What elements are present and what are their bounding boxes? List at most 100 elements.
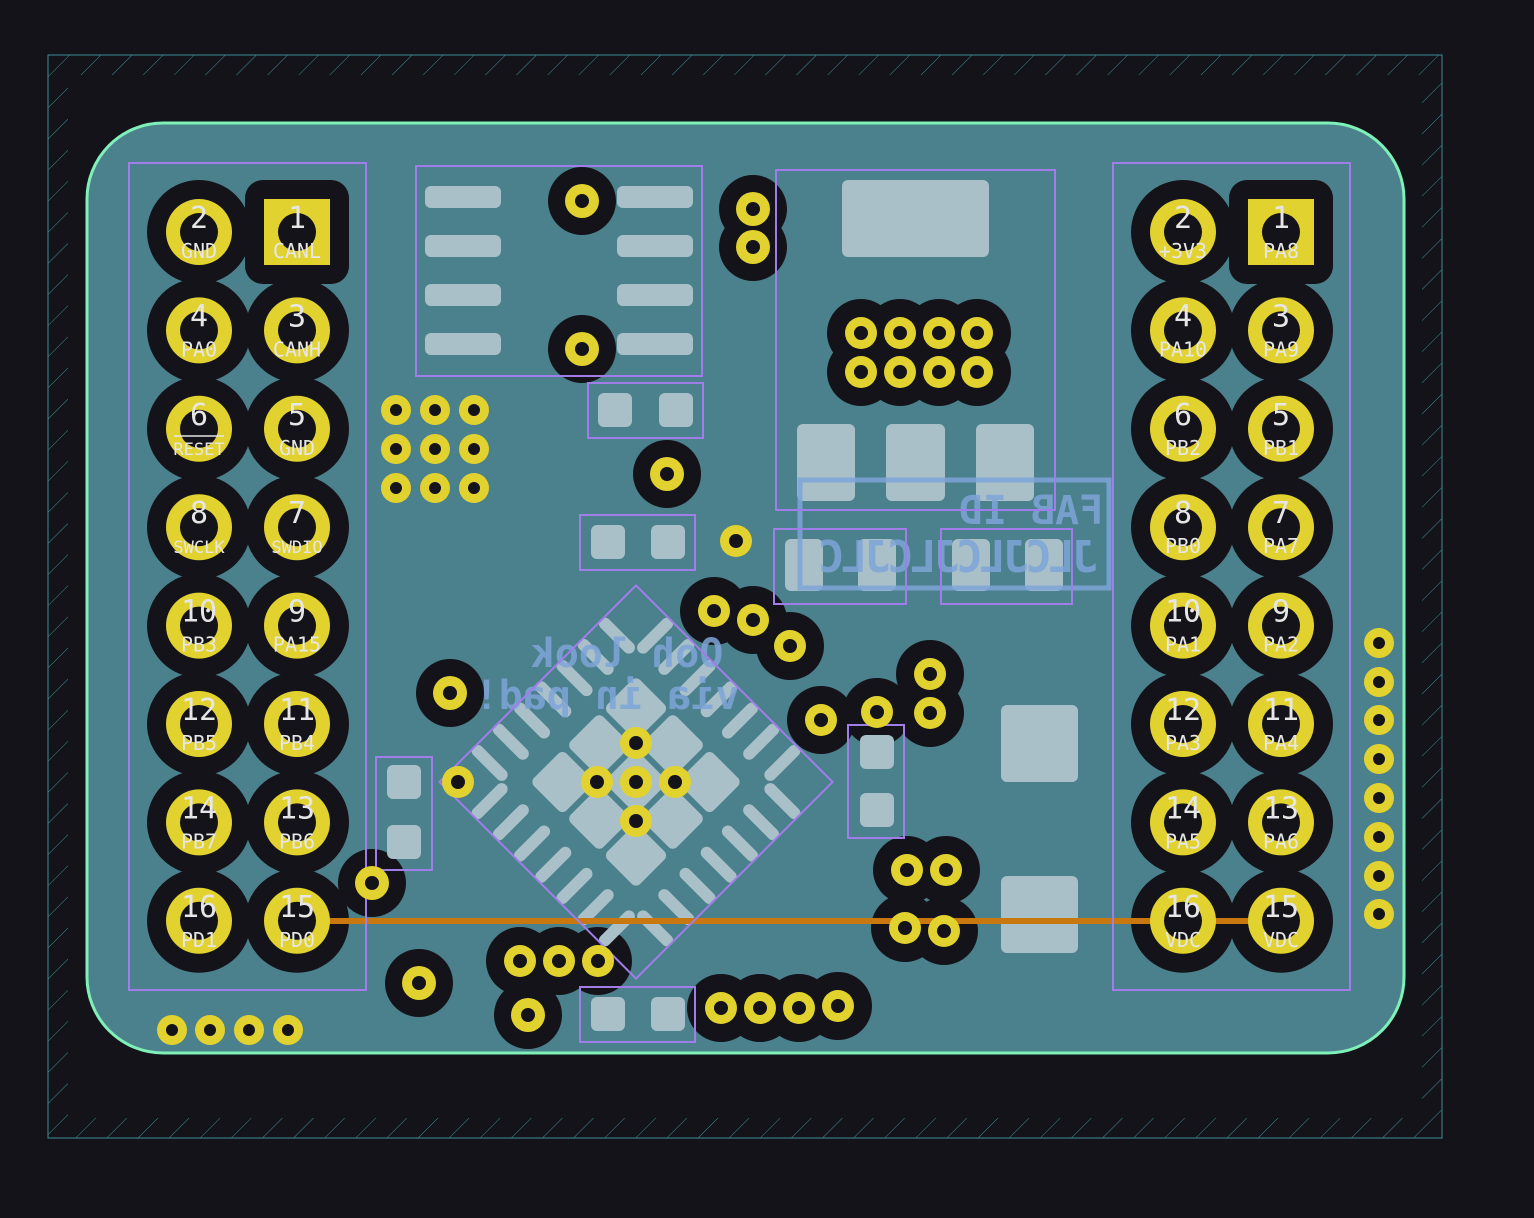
qfn-pad[interactable]	[533, 844, 574, 885]
smd-pad[interactable]	[860, 735, 894, 769]
smd-pad[interactable]	[858, 539, 896, 591]
qfn-thermal-pad[interactable]	[640, 713, 705, 778]
smd-pad[interactable]	[425, 186, 501, 208]
qfn-thermal-pad[interactable]	[567, 786, 632, 851]
smd-pad[interactable]	[387, 825, 421, 859]
smd-pad[interactable]	[425, 333, 501, 355]
smd-pad[interactable]	[591, 525, 625, 559]
qfn-pad[interactable]	[490, 721, 531, 762]
qfn-pad[interactable]	[677, 865, 718, 906]
qfn-pad[interactable]	[596, 615, 637, 656]
qfn-pad[interactable]	[554, 658, 595, 699]
pin-label: PB2	[1165, 436, 1201, 460]
qfn-pad[interactable]	[512, 700, 553, 741]
qfn-pad[interactable]	[677, 658, 718, 699]
qfn-pad[interactable]	[512, 823, 553, 864]
qfn-pad[interactable]	[469, 781, 510, 822]
smd-pad[interactable]	[598, 393, 632, 427]
smd-pad[interactable]	[387, 765, 421, 799]
qfn-pad[interactable]	[698, 844, 739, 885]
qfn-pad[interactable]	[575, 636, 616, 677]
qfn-thermal-pad[interactable]	[603, 676, 668, 741]
smd-pad[interactable]	[860, 793, 894, 827]
qfn-thermal-pad[interactable]	[677, 749, 742, 814]
qfn-pad[interactable]	[656, 636, 697, 677]
right-header-pin-2[interactable]: 2+3V3	[1150, 199, 1216, 265]
pad-hole	[180, 705, 218, 743]
qfn-pad[interactable]	[698, 679, 739, 720]
qfn-pad[interactable]	[719, 700, 760, 741]
qfn-thermal-pad[interactable]	[603, 823, 668, 888]
smd-pad[interactable]	[651, 525, 685, 559]
qfn-pad[interactable]	[741, 802, 782, 843]
smd-pad[interactable]	[591, 997, 625, 1031]
smd-pad[interactable]	[1001, 705, 1078, 782]
smd-pad[interactable]	[617, 235, 693, 257]
qfn-pad[interactable]	[762, 742, 803, 783]
smd-pad[interactable]	[886, 424, 945, 501]
smd-pad[interactable]	[797, 424, 855, 501]
pin-label: PA10	[1159, 337, 1207, 361]
smd-pad[interactable]	[1025, 539, 1063, 591]
smd-pad[interactable]	[617, 333, 693, 355]
smd-pad[interactable]	[617, 186, 693, 208]
qfn-pad[interactable]	[762, 781, 803, 822]
pin-number: 16	[1165, 890, 1201, 925]
qfn-pad[interactable]	[490, 802, 531, 843]
qfn-pad[interactable]	[469, 742, 510, 783]
qfn-pad[interactable]	[719, 823, 760, 864]
qfn-thermal-pad[interactable]	[567, 713, 632, 778]
smd-pad[interactable]	[425, 284, 501, 306]
smd-pad[interactable]	[952, 539, 990, 591]
pad-hole	[278, 901, 316, 940]
smd-pad[interactable]	[425, 235, 501, 257]
smd-pad[interactable]	[785, 539, 823, 591]
qfn-pad[interactable]	[575, 887, 616, 928]
qfn-pad[interactable]	[554, 865, 595, 906]
via-hole	[939, 863, 953, 877]
qfn-thermal-pad[interactable]	[640, 786, 705, 851]
smd-pad[interactable]	[842, 180, 989, 257]
qfn-pad[interactable]	[656, 887, 697, 928]
qfn-pad[interactable]	[533, 679, 574, 720]
qfn-thermal-pad[interactable]	[530, 749, 595, 814]
smd-pad[interactable]	[617, 284, 693, 306]
qfn-pad[interactable]	[635, 615, 676, 656]
qfn-pad[interactable]	[741, 721, 782, 762]
smd-pad[interactable]	[1001, 876, 1078, 953]
smd-pad[interactable]	[659, 393, 693, 427]
smd-pad[interactable]	[651, 997, 685, 1031]
